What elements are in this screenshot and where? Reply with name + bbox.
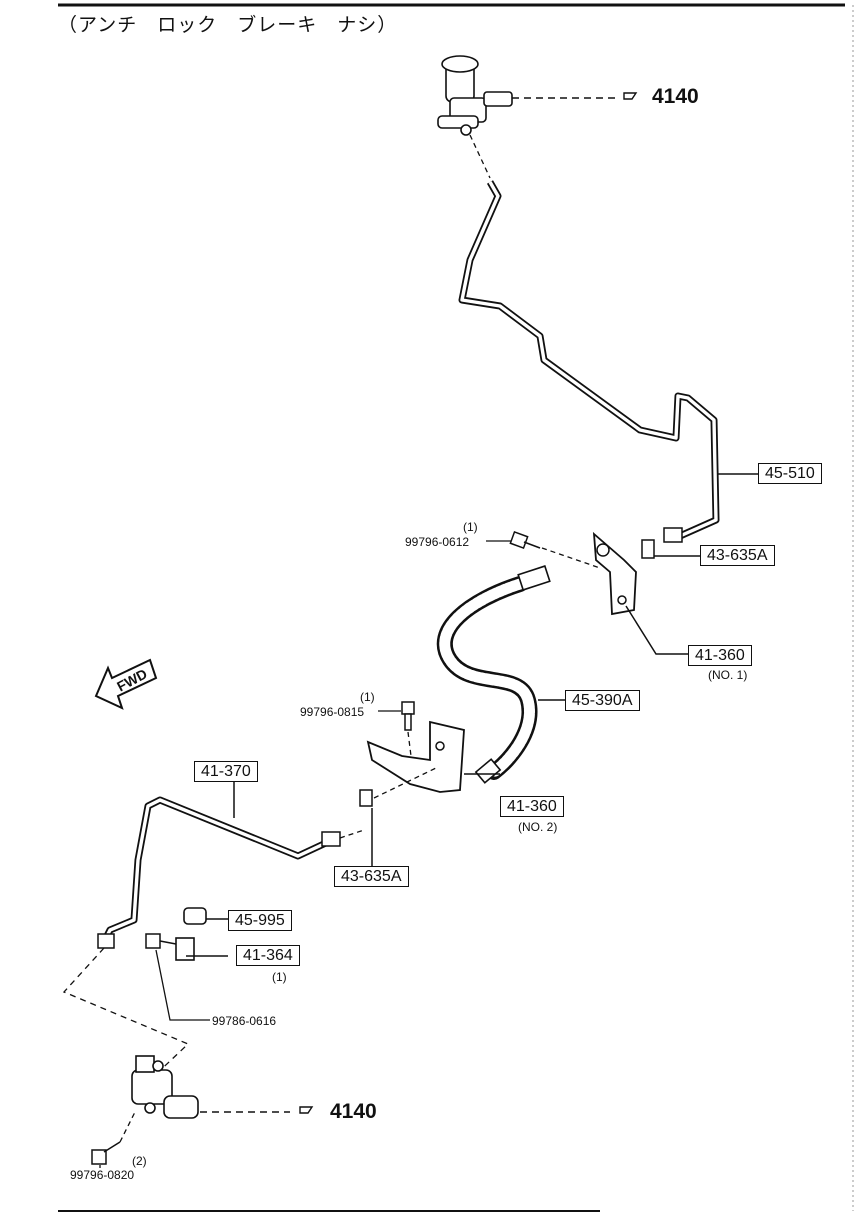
release-cylinder	[131, 1055, 199, 1119]
bolt-0815-label: 99796-0815	[300, 705, 365, 719]
part-45-510: 45-510	[758, 463, 822, 484]
ref-4140-bottom: 4140	[330, 1100, 377, 1123]
hose-fitting-lower	[474, 758, 502, 784]
part-43-635a-upper: 43-635A	[700, 545, 775, 566]
fwd-arrow-icon	[94, 658, 158, 710]
bolt-0616-label: 99786-0616	[212, 1014, 277, 1028]
pipe-nut-mid	[321, 831, 341, 847]
bracket-no2	[366, 720, 465, 793]
bolt-0612	[509, 531, 541, 549]
part-41-370: 41-370	[194, 761, 258, 782]
bolt-0815-qty: (1)	[360, 690, 375, 704]
hose-fitting-upper	[517, 565, 551, 591]
part-41-360-no2-note: (NO. 2)	[518, 820, 558, 834]
part-41-364: 41-364	[236, 945, 300, 966]
master-cylinder	[437, 55, 513, 136]
nut-45-995	[183, 907, 207, 925]
bolt-0820-label: 99796-0820	[70, 1168, 135, 1182]
bolt-0815	[401, 701, 415, 731]
clip-lower	[359, 789, 373, 807]
pipe-nut-upper	[663, 527, 683, 543]
bolt-0820-qty: (2)	[132, 1154, 147, 1168]
part-45-995: 45-995	[228, 910, 292, 931]
bolt-0616	[145, 933, 161, 949]
part-41-364-qty: (1)	[272, 970, 287, 984]
part-41-360-no1: 41-360	[688, 645, 752, 666]
pipe-nut-lower	[97, 933, 115, 949]
clip-41-364	[175, 937, 195, 961]
clip-upper	[641, 539, 655, 559]
part-41-360-no2: 41-360	[500, 796, 564, 817]
hand-pointer-icon	[623, 92, 638, 100]
part-43-635a-lower: 43-635A	[334, 866, 409, 887]
bolt-0820	[91, 1141, 121, 1165]
diagram-title: （アンチ ロック ブレーキ ナシ）	[58, 14, 398, 36]
pipe-45-510	[458, 180, 720, 540]
bolt-0612-qty: (1)	[463, 520, 478, 534]
hand-pointer-icon-2	[299, 1106, 314, 1114]
bolt-0612-label: 99796-0612	[405, 535, 470, 549]
part-41-360-no1-note: (NO. 1)	[708, 668, 748, 682]
ref-4140-top: 4140	[652, 85, 699, 108]
part-45-390a: 45-390A	[565, 690, 640, 711]
